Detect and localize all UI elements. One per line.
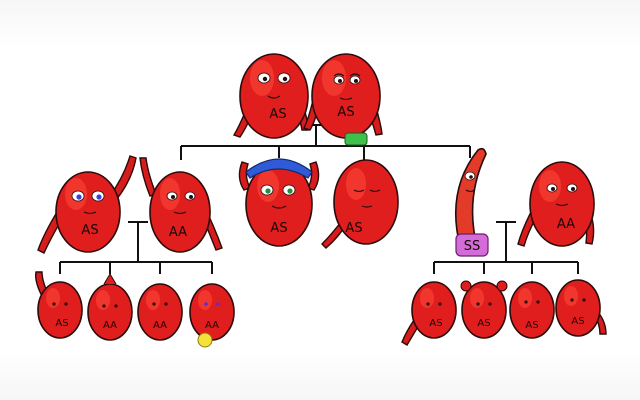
grandchild-left-2-label: AA — [103, 320, 117, 331]
grandchild-right-3-label: AS — [525, 320, 538, 331]
grandchild-right-4-cell: AS — [555, 279, 607, 337]
child-2-genotype-label: AA — [169, 225, 187, 240]
mother-genotype-label: AS — [337, 105, 354, 120]
child-6-cell: AA — [517, 161, 595, 247]
purple-pants — [455, 233, 489, 257]
grandchild-left-3-cell: AA — [137, 283, 183, 341]
connector-lines — [59, 124, 579, 274]
grandchild-right-3-cell: AS — [509, 281, 555, 339]
child-2-cell: AA — [139, 157, 223, 253]
mother-cell: AS — [303, 53, 383, 146]
grandchild-left-1-label: AS — [55, 318, 68, 329]
blue-cap — [245, 158, 313, 179]
grandchild-right-1-cell: AS — [401, 281, 457, 346]
grandchild-right-2-cell: AS — [460, 280, 508, 339]
father-genotype-label: AS — [269, 107, 286, 122]
yellow-ball — [197, 332, 213, 348]
grandchild-left-2-cell: AA — [87, 273, 133, 341]
grandchild-left-1-cell: AS — [34, 271, 83, 339]
grandchild-left-3-label: AA — [153, 320, 167, 331]
child-1-cell: AS — [37, 155, 137, 254]
child-1-genotype-label: AS — [81, 223, 98, 238]
grandchild-right-2-label: AS — [477, 318, 490, 329]
grandchild-right-4-label: AS — [571, 316, 584, 327]
grandchild-left-4-cell: AA — [189, 283, 235, 348]
grandchild-right-1-label: AS — [429, 318, 442, 329]
grandchild-left-4-label: AA — [205, 320, 219, 331]
child-4-genotype-label: AS — [345, 221, 362, 236]
child-5-sickle-cell: SS — [454, 147, 489, 257]
child-6-genotype-label: AA — [557, 217, 575, 232]
child-5-genotype-label: SS — [464, 239, 481, 254]
child-3-cell: AS — [238, 158, 320, 247]
green-bag — [344, 132, 368, 146]
child-3-genotype-label: AS — [270, 221, 287, 236]
child-4-cell: AS — [321, 159, 399, 249]
father-cell: AS — [232, 53, 309, 139]
